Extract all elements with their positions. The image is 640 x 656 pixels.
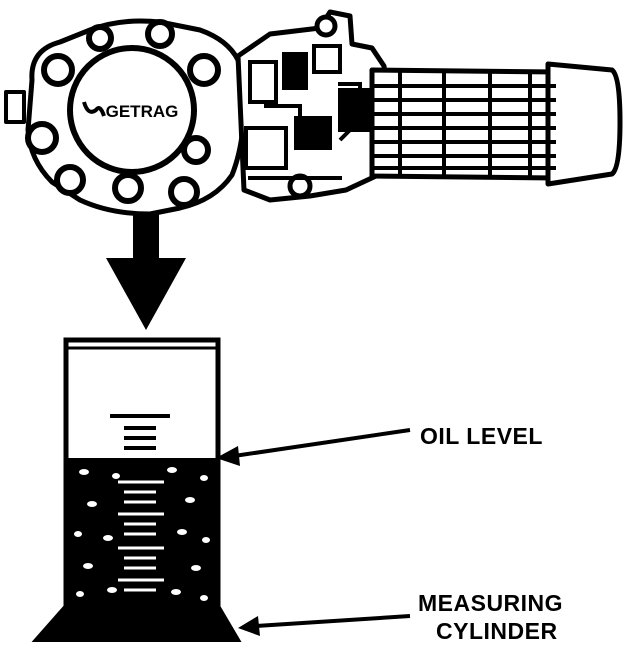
- oil-bubble: [79, 469, 89, 475]
- oil-bubble: [87, 501, 97, 507]
- oil-bubble: [167, 467, 177, 473]
- oil-bubble: [107, 587, 117, 593]
- measuring-cylinder-leader-line: [255, 614, 411, 628]
- oil-level-leader: [216, 428, 411, 466]
- glass-graduations: [110, 414, 170, 450]
- getrag-logo: GETRAG: [82, 101, 179, 121]
- housing-rib: [338, 88, 372, 132]
- oil-bubble: [185, 497, 195, 503]
- measuring-cylinder-leader: [238, 614, 411, 636]
- oil-bubble: [76, 591, 84, 597]
- bolt: [145, 19, 175, 49]
- bolt: [41, 53, 75, 87]
- measuring-cylinder-label-line1: MEASURING: [418, 590, 564, 616]
- housing-bolts: [25, 14, 338, 208]
- oil-bubble: [200, 475, 208, 481]
- measuring-cylinder-label-line2: CYLINDER: [436, 618, 558, 644]
- oil-texture: [74, 467, 210, 601]
- bolt: [112, 172, 144, 204]
- bolt: [314, 14, 338, 38]
- output-flange: [545, 61, 623, 187]
- getrag-logo-mark: [82, 101, 106, 117]
- bolt: [181, 135, 211, 165]
- bolt: [168, 176, 200, 208]
- housing-rib: [282, 52, 308, 90]
- differential-cover: [67, 45, 197, 175]
- housing-rib: [244, 126, 288, 170]
- getrag-logo-text: GETRAG: [106, 102, 179, 121]
- bolt: [25, 121, 59, 155]
- housing-rib: [312, 44, 342, 74]
- cylinder-base: [31, 604, 242, 642]
- housing-rib: [248, 60, 278, 104]
- measuring-cylinder: [31, 337, 242, 642]
- shift-housing-details: [244, 44, 372, 180]
- oil-bubble: [103, 535, 113, 541]
- gearbox-left-stub: [4, 90, 26, 124]
- cylinder-glass: [63, 337, 221, 611]
- oil-bubble: [202, 537, 210, 543]
- oil-bubble: [200, 595, 208, 601]
- oil-bubble: [177, 529, 187, 535]
- oil-bubble: [83, 563, 93, 569]
- oil-bubble: [171, 589, 181, 595]
- bolt: [54, 164, 86, 196]
- oil-level-label: OIL LEVEL: [420, 423, 543, 449]
- bolt: [86, 24, 114, 52]
- measuring-cylinder-leader-arrowhead: [238, 616, 260, 636]
- oil-bubble: [74, 531, 82, 537]
- drain-arrow: [106, 214, 186, 330]
- bolt: [187, 53, 221, 87]
- housing-rib: [294, 116, 332, 150]
- drain-arrow-head: [106, 258, 186, 330]
- oil-level-leader-arrowhead: [216, 446, 240, 466]
- oil-bubble: [191, 565, 201, 571]
- oil-level-leader-line: [233, 428, 411, 458]
- drain-arrow-shaft: [133, 214, 159, 260]
- extension-fins: [372, 72, 556, 176]
- oil-bubble: [112, 473, 120, 479]
- oil-graduations: [118, 480, 164, 592]
